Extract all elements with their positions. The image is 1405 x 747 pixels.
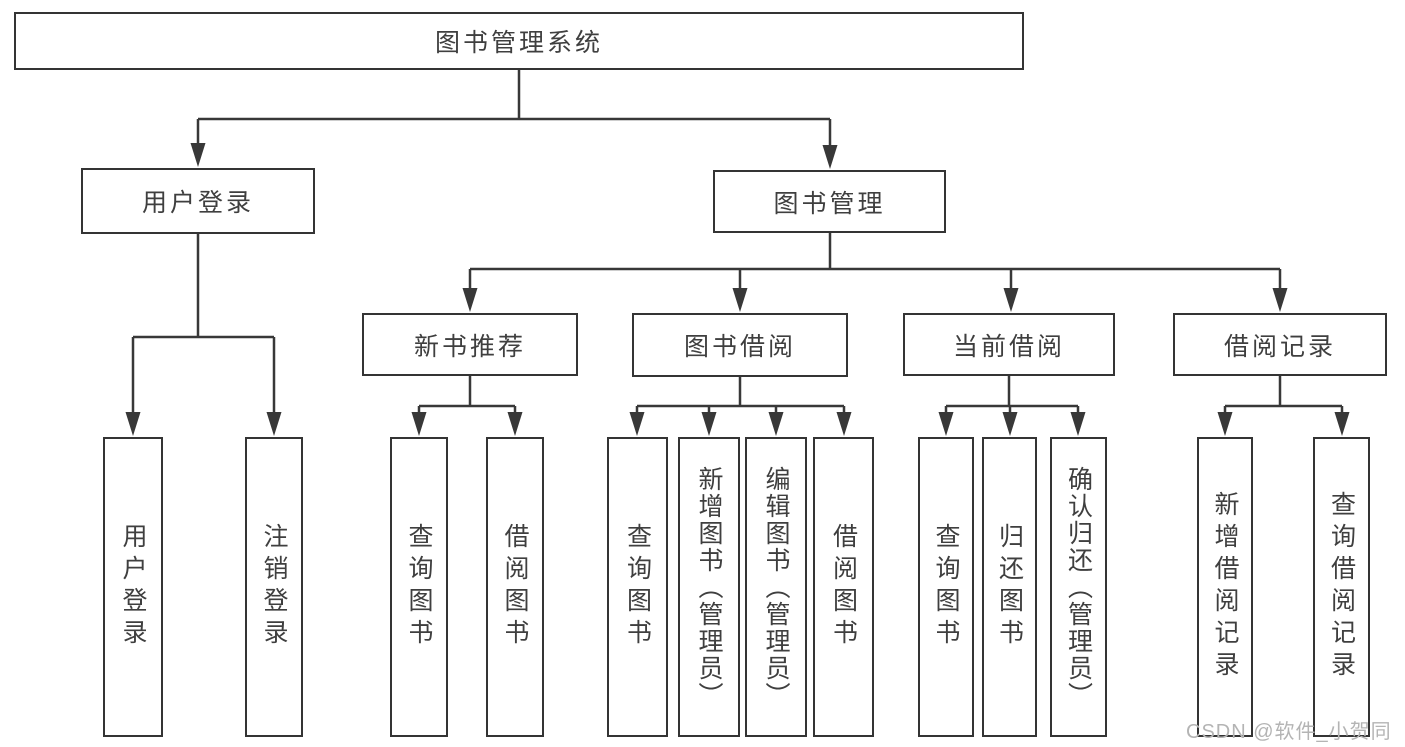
leaf-br-add-record: 新增借阅记录 xyxy=(1197,437,1253,737)
node-book-borrow: 图书借阅 xyxy=(632,313,848,377)
leaf-bb-add-books-admin: 新增图书（管理员） xyxy=(678,437,740,737)
node-root: 图书管理系统 xyxy=(14,12,1024,70)
leaf-cb-query-books: 查询图书 xyxy=(918,437,974,737)
leaf-logout: 注销登录 xyxy=(245,437,303,737)
leaf-br-query-record: 查询借阅记录 xyxy=(1313,437,1370,737)
leaf-nb-borrow-books: 借阅图书 xyxy=(486,437,544,737)
connector-arrowheads xyxy=(125,143,1350,436)
leaf-nb-query-books: 查询图书 xyxy=(390,437,448,737)
node-borrow-records: 借阅记录 xyxy=(1173,313,1387,376)
leaf-cb-return-books: 归还图书 xyxy=(982,437,1037,737)
node-current-borrow: 当前借阅 xyxy=(903,313,1115,376)
leaf-bb-borrow-books: 借阅图书 xyxy=(813,437,874,737)
leaf-cb-confirm-return-admin: 确认归还（管理员） xyxy=(1050,437,1107,737)
node-user-login: 用户登录 xyxy=(81,168,315,234)
csdn-watermark: CSDN @软件_小贺同学 xyxy=(1186,721,1392,743)
leaf-user-login: 用户登录 xyxy=(103,437,163,737)
node-new-book-recommend: 新书推荐 xyxy=(362,313,578,376)
leaf-bb-query-books: 查询图书 xyxy=(607,437,668,737)
leaf-bb-edit-books-admin: 编辑图书（管理员） xyxy=(745,437,807,737)
node-book-management: 图书管理 xyxy=(713,170,946,233)
